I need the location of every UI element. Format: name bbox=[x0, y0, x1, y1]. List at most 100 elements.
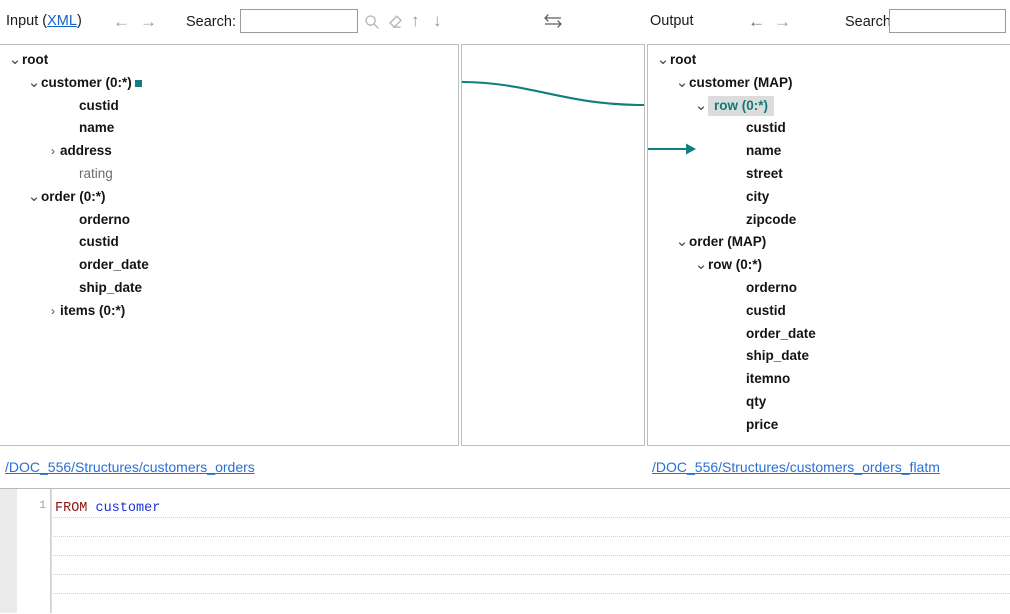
tree-item[interactable]: ⌄customer (0:*) bbox=[0, 72, 458, 95]
tree-item[interactable]: rating bbox=[0, 163, 458, 186]
input-forward-button[interactable]: → bbox=[140, 12, 157, 31]
toolbar: Input (XML) ← → Search: ↑ ↓ Output ← → S… bbox=[0, 0, 1010, 45]
tree-item-label: custid bbox=[79, 97, 119, 113]
output-structure-path-link[interactable]: /DOC_556/Structures/customers_orders_fla… bbox=[652, 459, 940, 475]
output-back-button[interactable]: ← bbox=[748, 12, 765, 31]
tree-item[interactable]: custid bbox=[0, 95, 458, 118]
editor-line-number: 1 bbox=[39, 500, 46, 512]
tree-item-label: items (0:*) bbox=[60, 302, 126, 318]
tree-item-label: street bbox=[746, 166, 783, 182]
tree-item-label: zipcode bbox=[746, 211, 797, 227]
tree-item[interactable]: ⌄row (0:*) bbox=[648, 254, 1010, 277]
tree-item[interactable]: zipcode bbox=[648, 209, 1010, 232]
tree-item[interactable]: ⌄root bbox=[648, 49, 1010, 72]
chevron-down-icon[interactable]: ⌄ bbox=[8, 51, 22, 69]
search-next-button[interactable]: ↓ bbox=[433, 11, 442, 30]
eraser-icon[interactable] bbox=[387, 14, 403, 30]
tree-item[interactable]: name bbox=[0, 117, 458, 140]
tree-item-label: name bbox=[746, 143, 782, 159]
tree-item[interactable]: ⌄root bbox=[0, 49, 458, 72]
tree-item-label: address bbox=[60, 143, 112, 159]
search-icon[interactable] bbox=[364, 14, 380, 30]
code-space bbox=[87, 501, 95, 516]
tree-item-label: ship_date bbox=[79, 280, 143, 295]
chevron-right-icon[interactable]: › bbox=[51, 303, 55, 318]
tree-item[interactable]: city bbox=[648, 186, 1010, 209]
input-search-input[interactable] bbox=[240, 9, 358, 33]
tree-item-label: row (0:*) bbox=[708, 257, 762, 273]
tree-item[interactable]: ⌄order (0:*) bbox=[0, 186, 458, 209]
tree-item[interactable]: itemno bbox=[648, 368, 1010, 391]
output-search-input[interactable] bbox=[889, 9, 1006, 33]
tree-item-label: orderno bbox=[79, 211, 131, 227]
tree-item[interactable]: custid bbox=[0, 231, 458, 254]
editor-code-area[interactable]: FROM customer bbox=[51, 489, 1010, 613]
chevron-down-icon[interactable]: ⌄ bbox=[656, 51, 670, 69]
tree-item-label: root bbox=[670, 52, 697, 68]
tree-item[interactable]: › items (0:*) bbox=[0, 300, 458, 323]
tree-item[interactable]: order_date bbox=[648, 323, 1010, 346]
chevron-down-icon[interactable]: ⌄ bbox=[675, 73, 689, 91]
input-title-prefix: Input ( bbox=[6, 13, 48, 29]
tree-item[interactable]: orderno bbox=[0, 209, 458, 232]
tree-item-label: order (MAP) bbox=[689, 234, 767, 250]
tree-item-label: city bbox=[746, 188, 770, 204]
mapping-arrowhead-icon bbox=[648, 143, 696, 155]
tree-item[interactable]: order_date bbox=[0, 254, 458, 277]
tree-item-label: itemno bbox=[746, 371, 791, 387]
mapping-source-handle[interactable] bbox=[135, 79, 142, 87]
chevron-down-icon[interactable]: ⌄ bbox=[694, 256, 708, 274]
query-editor[interactable]: 1 FROM customer bbox=[0, 488, 1010, 614]
output-panel-title: Output bbox=[650, 13, 694, 29]
tree-item[interactable]: ⌄order (MAP) bbox=[648, 231, 1010, 254]
tree-item-label: price bbox=[746, 416, 779, 432]
tree-item[interactable]: custid bbox=[648, 117, 1010, 140]
tree-item[interactable]: custid bbox=[648, 300, 1010, 323]
sql-identifier: customer bbox=[95, 501, 161, 516]
tree-item-label: order_date bbox=[79, 257, 149, 273]
chevron-down-icon[interactable]: ⌄ bbox=[27, 187, 41, 205]
input-panel-title: Input (XML) bbox=[6, 13, 82, 29]
tree-item-label: orderno bbox=[746, 280, 798, 295]
swap-direction-icon[interactable] bbox=[542, 11, 564, 34]
tree-item[interactable]: ⌄customer (MAP) bbox=[648, 72, 1010, 95]
chevron-down-icon[interactable]: ⌄ bbox=[675, 233, 689, 251]
tree-item[interactable]: street bbox=[648, 163, 1010, 186]
tree-item-label: custid bbox=[746, 120, 786, 136]
tree-item-label: rating bbox=[79, 166, 113, 182]
tree-item[interactable]: › address bbox=[0, 140, 458, 163]
output-search-label: Search: bbox=[845, 14, 895, 30]
tree-item[interactable]: ship_date bbox=[648, 345, 1010, 368]
tree-item-label: order_date bbox=[746, 325, 816, 341]
search-previous-button[interactable]: ↑ bbox=[411, 11, 420, 30]
chevron-down-icon[interactable]: ⌄ bbox=[27, 73, 41, 91]
tree-item-label: customer (0:*) bbox=[41, 74, 132, 90]
editor-marker-strip[interactable] bbox=[0, 489, 17, 613]
tree-item[interactable]: price bbox=[648, 414, 1010, 437]
tree-item-label: custid bbox=[746, 302, 786, 318]
tree-item-label: qty bbox=[746, 393, 767, 409]
input-structure-path-link[interactable]: /DOC_556/Structures/customers_orders bbox=[5, 459, 255, 475]
tree-item-label: root bbox=[22, 52, 49, 68]
tree-item[interactable]: ship_date bbox=[0, 277, 458, 300]
tree-item-label: order (0:*) bbox=[41, 188, 106, 204]
chevron-right-icon[interactable]: › bbox=[51, 144, 55, 159]
tree-item-label: row (0:*) bbox=[708, 95, 774, 116]
input-search-label: Search: bbox=[186, 14, 236, 30]
sql-keyword: FROM bbox=[55, 501, 88, 516]
tree-item[interactable]: ⌄row (0:*) bbox=[648, 95, 1010, 118]
tree-item[interactable]: name bbox=[648, 140, 1010, 163]
tree-item[interactable]: qty bbox=[648, 391, 1010, 414]
input-back-button[interactable]: ← bbox=[113, 12, 130, 31]
editor-gutter: 1 bbox=[17, 489, 51, 613]
mapping-canvas-panel[interactable] bbox=[461, 44, 645, 446]
tree-item[interactable]: orderno bbox=[648, 277, 1010, 300]
chevron-down-icon[interactable]: ⌄ bbox=[694, 96, 708, 114]
output-forward-button[interactable]: → bbox=[774, 12, 791, 31]
input-format-link[interactable]: XML bbox=[47, 13, 77, 29]
mapping-connector-line bbox=[462, 80, 644, 107]
